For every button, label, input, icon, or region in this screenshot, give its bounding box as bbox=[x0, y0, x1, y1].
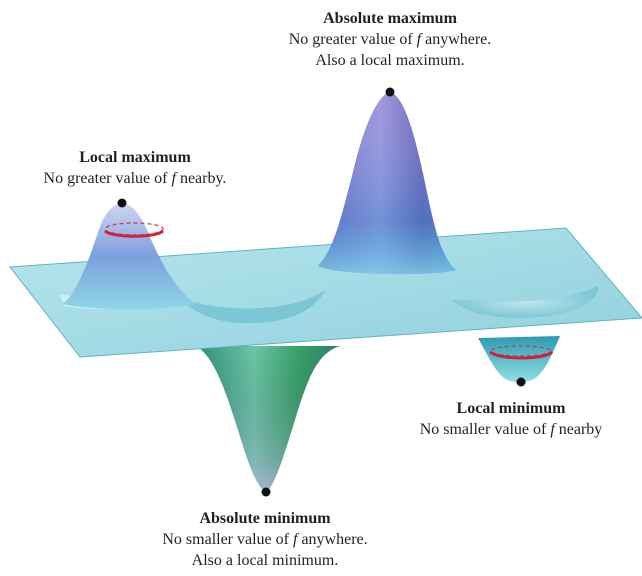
absolute-minimum-desc: No smaller value of f anywhere. bbox=[100, 529, 430, 550]
absolute-minimum-title: Absolute minimum bbox=[100, 508, 430, 529]
absolute-maximum-caption: Absolute maximum No greater value of f a… bbox=[230, 8, 550, 71]
local-maximum-caption: Local maximum No greater value of f near… bbox=[0, 147, 270, 189]
local-minimum-title: Local minimum bbox=[380, 398, 642, 419]
absolute-minimum-note: Also a local minimum. bbox=[100, 550, 430, 571]
local-maximum-point bbox=[118, 199, 127, 208]
local-minimum-caption: Local minimum No smaller value of f near… bbox=[380, 398, 642, 440]
local-maximum-title: Local maximum bbox=[0, 147, 270, 168]
absolute-maximum-note: Also a local maximum. bbox=[230, 50, 550, 71]
absolute-minimum-point bbox=[262, 488, 271, 497]
absolute-minimum-caption: Absolute minimum No smaller value of f a… bbox=[100, 508, 430, 571]
absolute-maximum-title: Absolute maximum bbox=[230, 8, 550, 29]
local-minimum-point bbox=[517, 378, 526, 387]
absolute-maximum-point bbox=[386, 88, 395, 97]
absolute-maximum-peak-shade bbox=[318, 92, 456, 274]
local-maximum-desc: No greater value of f nearby. bbox=[0, 168, 270, 189]
absolute-maximum-desc: No greater value of f anywhere. bbox=[230, 29, 550, 50]
absolute-minimum-well-shade bbox=[196, 346, 340, 492]
local-minimum-desc: No smaller value of f nearby bbox=[380, 419, 642, 440]
